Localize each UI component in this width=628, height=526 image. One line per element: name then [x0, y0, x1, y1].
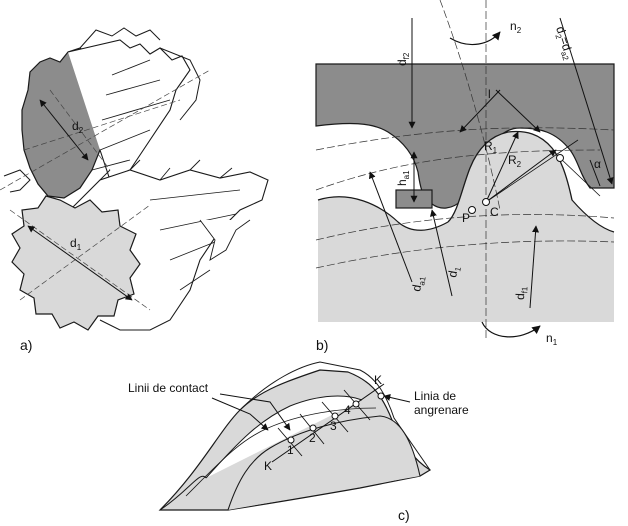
label-gearing-line-1: Linia de	[414, 389, 456, 403]
label-alpha: α	[594, 157, 601, 171]
panel-label-c: c)	[398, 507, 410, 523]
label-d2-da2: d2=da2	[551, 25, 577, 63]
label-contact-lines: Linii de contact	[128, 381, 209, 395]
label-df1: df1	[513, 286, 529, 300]
panel-label-b: b)	[316, 337, 328, 353]
label-point-1: 1	[287, 443, 294, 457]
label-point-3: 3	[330, 419, 337, 433]
label-ha1: ha1	[395, 170, 411, 186]
label-R1: R1	[484, 139, 498, 155]
upper-gear	[0, 27, 211, 199]
panel-a: d2 d1 a)	[0, 27, 269, 353]
label-da1: da1	[409, 274, 428, 293]
panel-b: n2 n1 df2 d2=da2 l R1 R2 α ha1 P C da1 d…	[315, 0, 615, 353]
label-d2-a: d2	[72, 119, 84, 135]
label-df2: df2	[395, 52, 411, 66]
label-n2: n2	[510, 19, 522, 35]
panel-label-a: a)	[20, 337, 32, 353]
label-l: l	[488, 87, 491, 101]
label-C: C	[490, 205, 499, 219]
label-d1-b: d1	[445, 265, 463, 279]
lower-gear-section	[318, 185, 614, 322]
label-K-bottom: K	[264, 459, 272, 473]
label-gearing-line-2: angrenare	[414, 403, 469, 417]
label-point-4: 4	[344, 403, 351, 417]
label-d1-a: d1	[70, 236, 82, 252]
label-K-top: K	[374, 373, 382, 387]
lower-gear	[9, 159, 269, 331]
panel-c: Linii de contact Linia de angrenare K K …	[128, 361, 469, 523]
label-P: P	[462, 211, 470, 225]
label-R2: R2	[508, 153, 522, 169]
label-n1: n1	[546, 331, 558, 347]
label-point-2: 2	[309, 431, 316, 445]
